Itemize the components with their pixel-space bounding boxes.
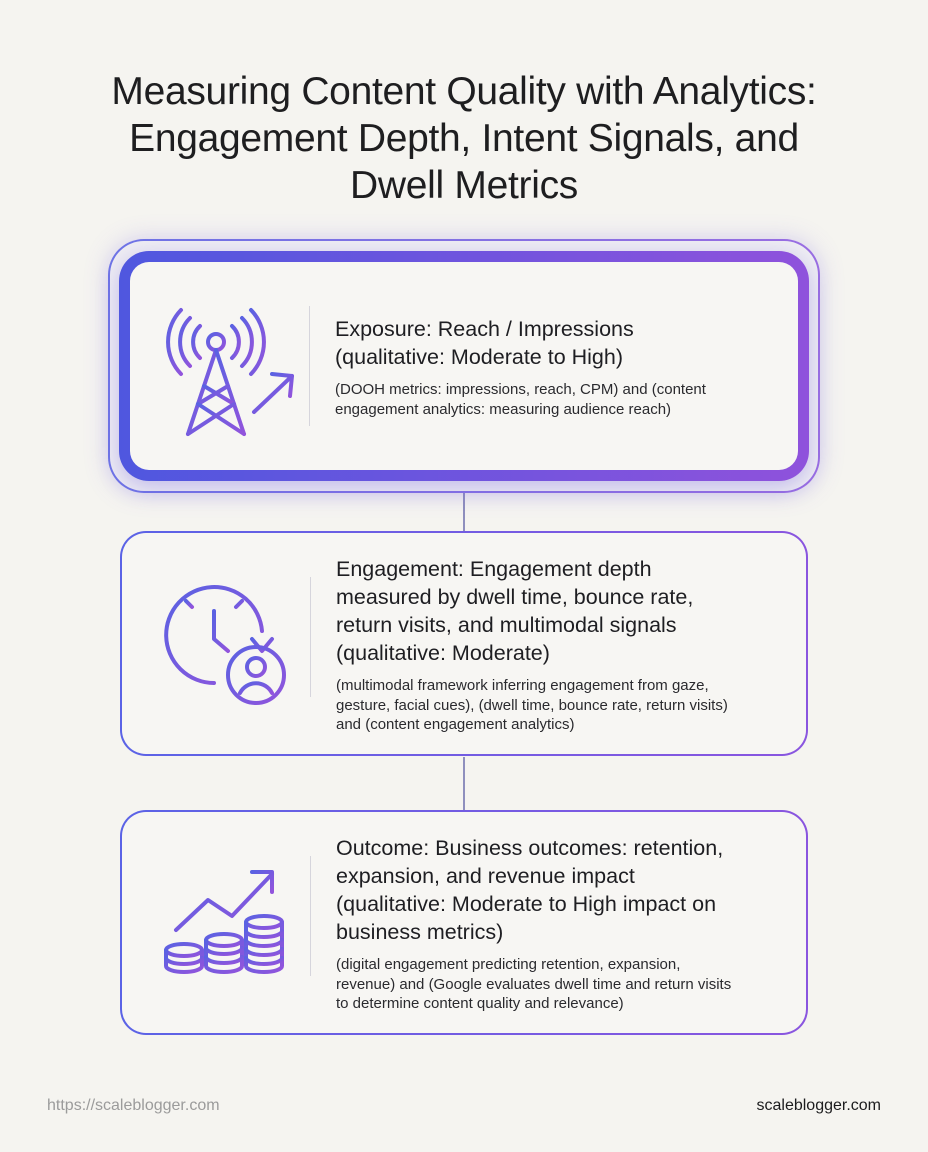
step-card-outcome: Outcome: Business outcomes: retention, e…: [120, 810, 808, 1035]
step-description: (multimodal framework inferring engageme…: [336, 677, 728, 733]
coins-growth-icon: [164, 870, 284, 974]
step-card-exposure: Exposure: Reach / Impressions (qualitati…: [119, 251, 809, 481]
card-divider: [310, 856, 311, 976]
page-title: Measuring Content Quality with Analytics…: [40, 68, 888, 209]
connector-line: [463, 489, 465, 532]
footer-brand: scaleblogger.com: [756, 1097, 881, 1114]
broadcast-tower-icon: [166, 308, 294, 436]
card-divider: [310, 577, 311, 697]
step-heading: Exposure: Reach / Impressions (qualitati…: [335, 317, 634, 369]
step-description: (digital engagement predicting retention…: [336, 956, 732, 1012]
step-heading: Outcome: Business outcomes: retention, e…: [336, 836, 724, 944]
card-divider: [309, 306, 310, 426]
step-heading: Engagement: Engagement depth measured by…: [336, 557, 694, 665]
step-description: (DOOH metrics: impressions, reach, CPM) …: [335, 381, 706, 418]
footer-url: https://scaleblogger.com: [47, 1097, 220, 1114]
title-line-3: Dwell Metrics: [350, 164, 578, 207]
clock-user-icon: [164, 583, 286, 705]
connector-line: [463, 757, 465, 811]
step-card-engagement: Engagement: Engagement depth measured by…: [120, 531, 808, 756]
title-line-2: Engagement Depth, Intent Signals, and: [129, 117, 799, 160]
title-line-1: Measuring Content Quality with Analytics…: [111, 70, 817, 113]
